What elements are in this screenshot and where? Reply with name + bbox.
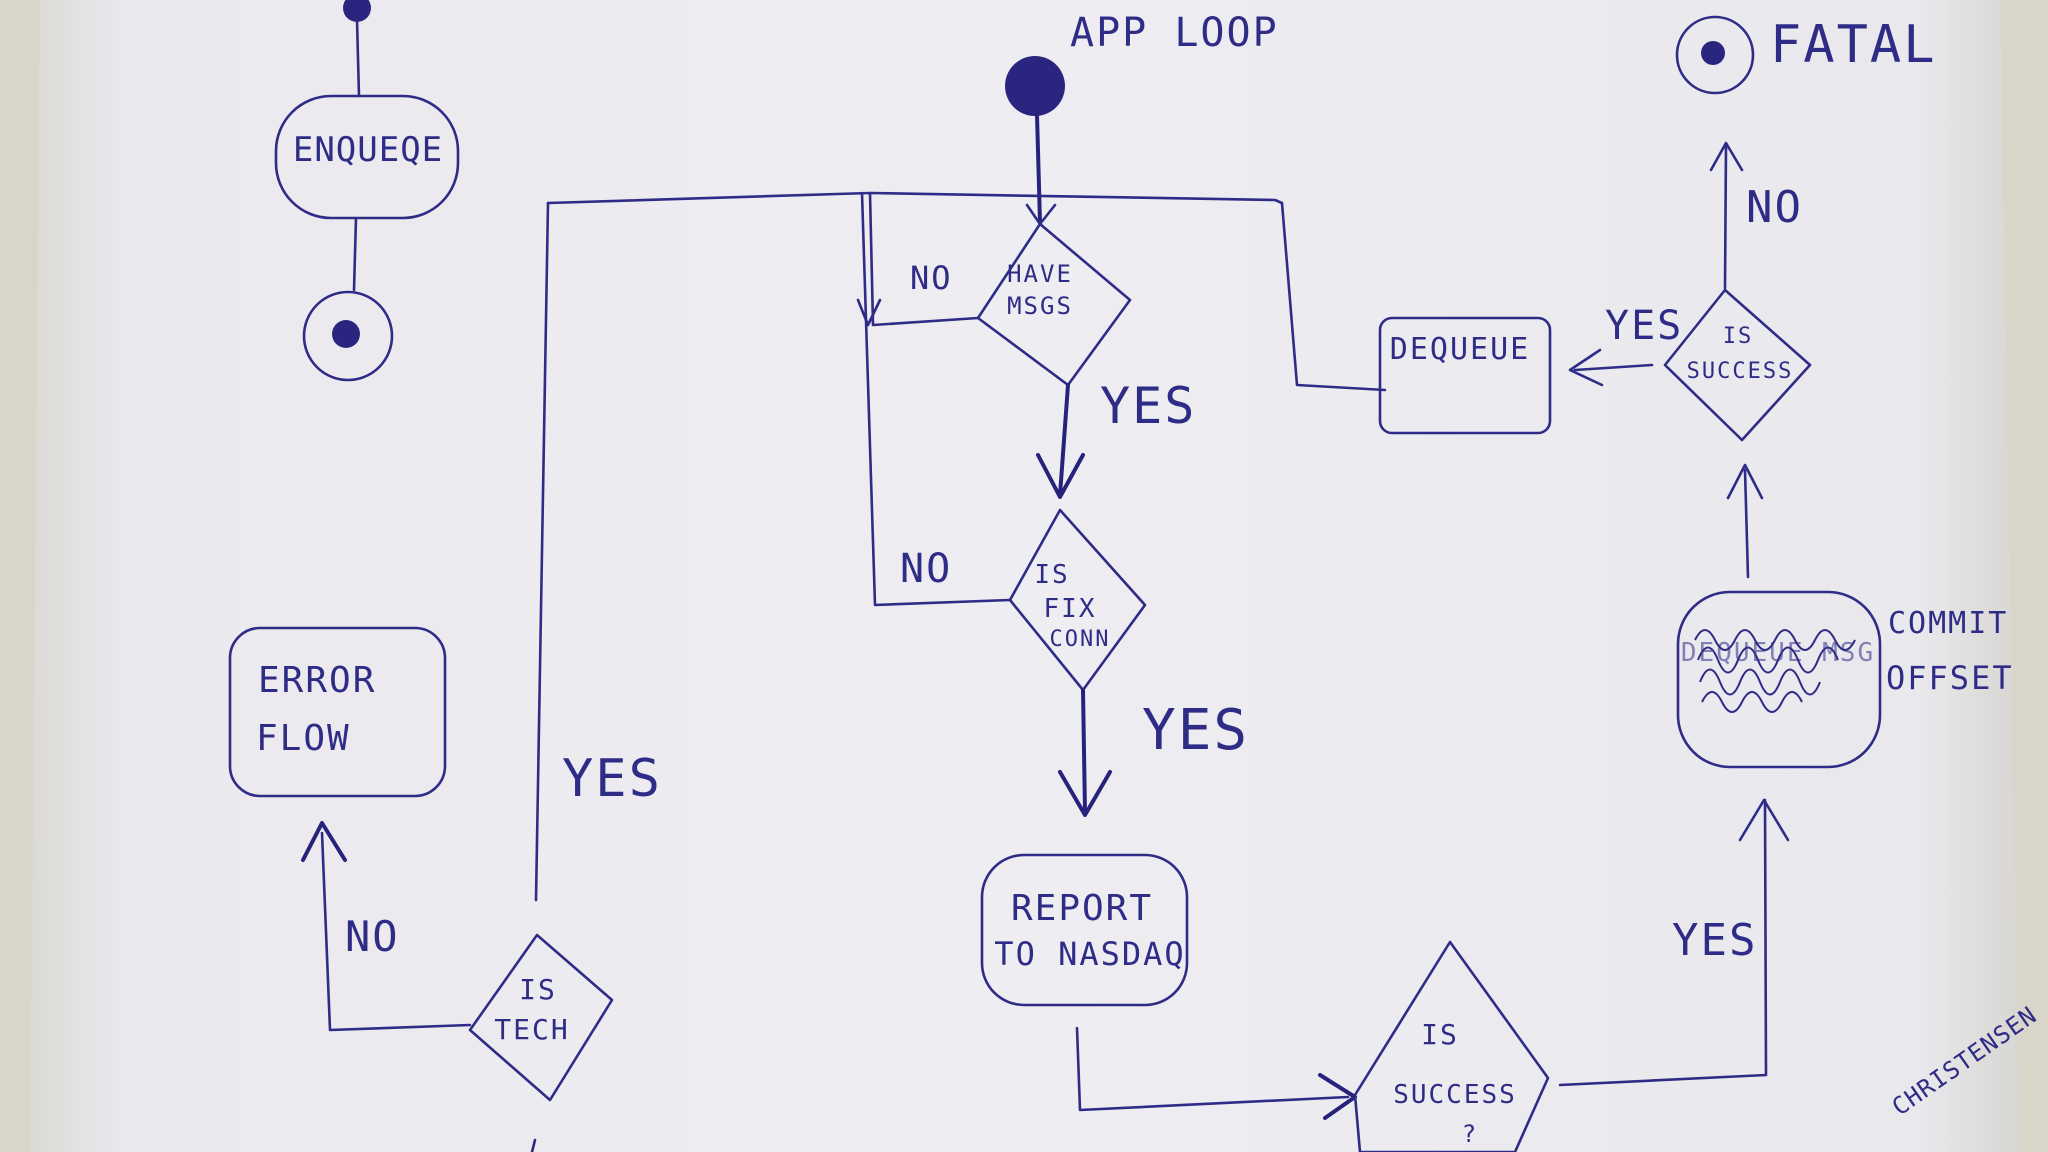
is-success-right-label-2: SUCCESS [1686,359,1794,384]
edge-commit-success [1743,468,1750,579]
left-start-node [343,0,371,22]
fatal-label: FATAL [1770,15,1937,75]
node-report [980,853,1189,1007]
node-error-flow [228,626,447,798]
commit-label-1: COMMIT [1888,606,2009,641]
have-msgs-no-line [868,191,980,327]
success-right-yes-label: YES [1605,303,1684,349]
success-right-no-label: NO [1746,182,1803,233]
fix-yes-label: YES [1142,698,1250,763]
is-success-right-label-1: IS [1722,324,1754,349]
paper-sheet [30,0,2020,1152]
is-success-bottom-label-2: SUCCESS [1393,1080,1517,1110]
node-is-success-bottom [1353,940,1550,1152]
edge-start-have-msgs [1035,113,1042,224]
edge-report-success [1075,1026,1350,1112]
have-msgs-label-2: MSGS [1007,292,1073,320]
is-tech-label-2: TECH [494,1013,570,1046]
left-end-node [302,290,394,382]
have-msgs-label-1: HAVE [1007,260,1073,288]
commit-box-crossed-text: DEQUEUE MSG [1680,638,1876,668]
error-flow-label-1: ERROR [258,660,377,701]
is-success-bottom-label-3: ? [1461,1120,1479,1148]
loop-back-line [546,191,1387,392]
is-fix-conn-label-2: FIX [1043,594,1097,624]
is-fix-conn-label-3: CONN [1049,627,1111,652]
fatal-end-node [1675,15,1755,95]
edge-start-enqueue [355,18,361,98]
edge-is-tech-no [320,831,472,1032]
edge-fix-yes [1081,688,1087,814]
commit-box-scribble [1694,629,1856,713]
is-fix-conn-label-1: IS [1034,560,1070,590]
commit-label-2: OFFSET [1886,659,2014,697]
dequeue-label: DEQUEUE [1389,332,1531,367]
is-tech-yes-line [534,201,550,902]
app-loop-label: APP LOOP [1070,10,1279,56]
fix-no-line [864,318,1012,607]
report-label-2: TO NASDAQ [994,935,1186,973]
loop-inner-line [860,191,868,322]
have-msgs-yes-label: YES [1100,377,1197,435]
is-tech-yes-label: YES [562,749,662,809]
is-tech-label-1: IS [519,973,557,1006]
node-enqueue [274,94,460,220]
node-commit-box [1676,590,1882,769]
app-loop-start-node [1005,56,1065,116]
edge-success-yes [1558,798,1768,1087]
enqueue-label: ENQUEQE [292,130,444,170]
edge-enqueue-end [352,216,358,292]
error-flow-label-2: FLOW [256,718,351,759]
fix-no-label: NO [900,546,953,592]
node-dequeue [1378,316,1552,435]
node-is-success-right [1663,288,1812,442]
is-success-bottom-label-1: IS [1421,1018,1459,1051]
edge-success-no [1723,143,1728,290]
have-msgs-no-label: NO [910,259,953,297]
is-tech-no-label: NO [345,912,400,961]
node-is-tech [468,933,614,1102]
success-bottom-yes-label: YES [1672,915,1758,966]
edge-success-yes-dequeue [1573,363,1654,372]
edge-have-msgs-yes [1058,383,1070,497]
report-label-1: REPORT [1010,888,1154,929]
